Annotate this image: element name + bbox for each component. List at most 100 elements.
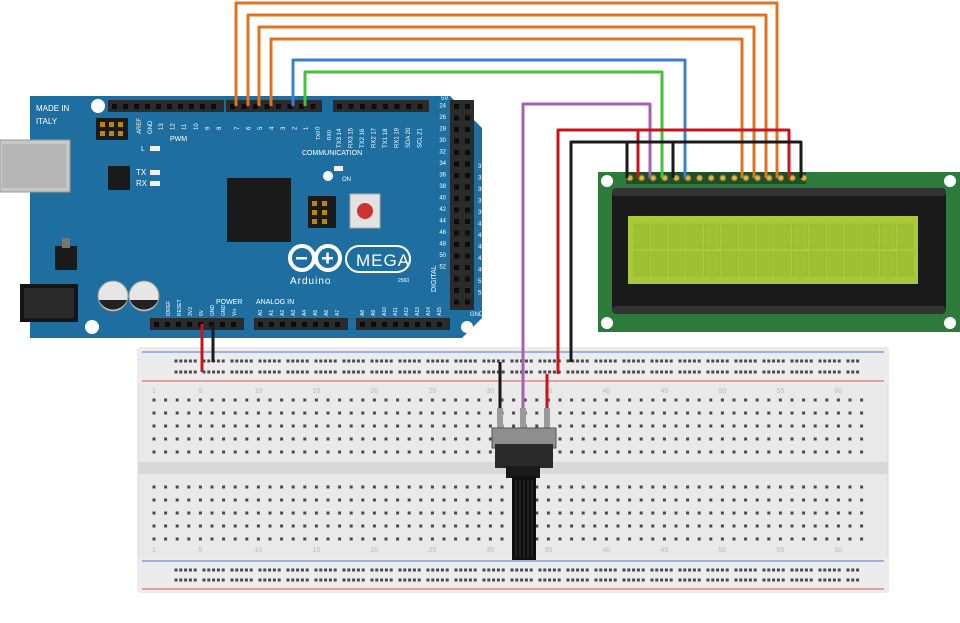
header-pin — [211, 104, 216, 109]
breadboard-hole — [655, 370, 659, 374]
breadboard-hole — [566, 568, 570, 572]
breadboard-hole — [280, 424, 284, 428]
breadboard-hole — [501, 370, 505, 374]
header-pin — [189, 104, 194, 109]
breadboard-hole — [790, 411, 794, 415]
breadboard-hole — [296, 578, 300, 582]
breadboard-hole — [212, 370, 216, 374]
breadboard-hole — [468, 359, 472, 363]
header-pin — [187, 322, 192, 327]
breadboard-hole — [683, 578, 687, 582]
breadboard-hole — [632, 359, 636, 363]
digital-pin-label: 30 — [439, 138, 446, 144]
breadboard-hole — [408, 370, 412, 374]
breadboard-hole — [431, 568, 435, 572]
breadboard-hole — [772, 370, 776, 374]
breadboard-hole — [417, 359, 421, 363]
breadboard-hole — [272, 568, 276, 572]
breadboard-hole — [622, 578, 626, 582]
lcd-character-cell — [633, 223, 650, 249]
breadboard-hole — [604, 411, 608, 415]
header-pin — [299, 104, 304, 109]
breadboard-hole — [233, 411, 237, 415]
breadboard-hole — [221, 568, 225, 572]
breadboard-hole — [762, 578, 766, 582]
breadboard-hole — [333, 359, 337, 363]
lcd-pin-header — [626, 172, 806, 184]
breadboard-hole — [734, 359, 738, 363]
breadboard-hole — [370, 359, 374, 363]
breadboard-hole — [179, 370, 183, 374]
breadboard-hole — [535, 485, 539, 489]
breadboard-hole — [482, 359, 486, 363]
breadboard-hole — [790, 370, 794, 374]
breadboard-hole — [326, 424, 330, 428]
breadboard-hole — [356, 370, 360, 374]
breadboard-hole — [641, 578, 645, 582]
breadboard-hole — [836, 498, 840, 502]
header-pin — [465, 299, 470, 305]
breadboard-hole — [674, 450, 678, 454]
breadboard-hole — [152, 411, 156, 415]
breadboard-hole — [384, 450, 388, 454]
breadboard-hole — [778, 537, 782, 541]
breadboard-hole — [594, 578, 598, 582]
breadboard-hole — [716, 359, 720, 363]
breadboard-hole — [720, 537, 724, 541]
breadboard-hole — [314, 370, 318, 374]
breadboard-hole — [152, 524, 156, 528]
digital-pin-label: 13 — [159, 123, 165, 130]
analog-header-a — [254, 318, 348, 330]
breadboard-hole — [198, 537, 202, 541]
breadboard-hole — [319, 370, 323, 374]
breadboard-hole — [187, 498, 191, 502]
breadboard-hole — [326, 511, 330, 515]
breadboard-hole — [538, 568, 542, 572]
breadboard-hole — [338, 437, 342, 441]
comm-pin-label: RX2 17 — [372, 127, 378, 148]
breadboard-hole — [604, 370, 608, 374]
breadboard-hole — [639, 485, 643, 489]
breadboard-hole — [683, 568, 687, 572]
breadboard-hole — [210, 398, 214, 402]
breadboard-hole — [734, 370, 738, 374]
breadboard-hole — [790, 511, 794, 515]
breadboard-hole — [818, 568, 822, 572]
breadboard-hole — [482, 578, 486, 582]
breadboard-hole — [222, 398, 226, 402]
breadboard-hole — [706, 359, 710, 363]
breadboard-hole — [674, 524, 678, 528]
breadboard-hole — [370, 568, 374, 572]
breadboard-hole — [697, 578, 701, 582]
breadboard-hole — [520, 568, 524, 572]
breadboard-hole — [164, 398, 168, 402]
breadboard-hole — [272, 359, 276, 363]
digital-pin-label: 32 — [439, 150, 446, 156]
arduino-brand-text: Arduino — [290, 276, 331, 287]
breadboard-hole — [349, 450, 353, 454]
breadboard-hole — [552, 568, 556, 572]
breadboard-hole — [543, 359, 547, 363]
breadboard-hole — [767, 424, 771, 428]
breadboard-hole — [802, 450, 806, 454]
breadboard-hole — [599, 578, 603, 582]
digital-pin-label: 3 — [281, 126, 287, 130]
breadboard-hole — [604, 424, 608, 428]
breadboard-hole — [767, 437, 771, 441]
breadboard-hole — [748, 578, 752, 582]
breadboard-hole — [552, 359, 556, 363]
breadboard-hole — [430, 450, 434, 454]
breadboard-hole — [198, 398, 202, 402]
breadboard-hole — [175, 424, 179, 428]
breadboard-hole — [739, 370, 743, 374]
breadboard-hole — [419, 450, 423, 454]
breadboard-hole — [823, 578, 827, 582]
breadboard-hole — [628, 398, 632, 402]
breadboard-hole — [164, 485, 168, 489]
breadboard-hole — [419, 524, 423, 528]
breadboard-hole — [627, 578, 631, 582]
comm-pin-label: TX3 14 — [337, 128, 343, 148]
breadboard-hole — [202, 370, 206, 374]
breadboard-hole — [608, 359, 612, 363]
header-pin — [415, 322, 420, 327]
